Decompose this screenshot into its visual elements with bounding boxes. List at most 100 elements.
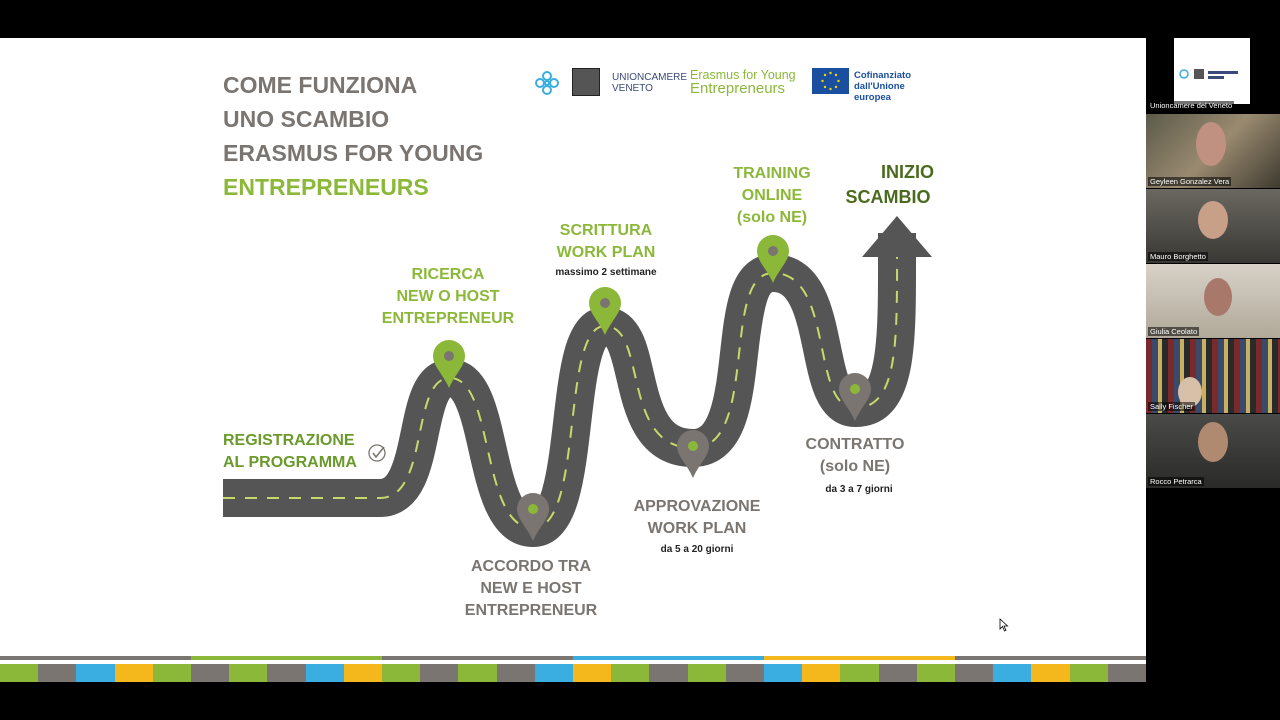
- scrittura-line-1: SCRITTURA: [559, 222, 653, 239]
- unioncamere-line-1: UNIONCAMERE: [612, 72, 688, 83]
- stripe-segment: [955, 664, 994, 682]
- participant-tile[interactable]: Sally Fischer: [1146, 339, 1280, 413]
- pin-training-icon: [757, 235, 789, 283]
- slide-title: COME FUNZIONA UNO SCAMBIO ERASMUS FOR YO…: [223, 68, 483, 204]
- accordo-line-1: ACCORDO TRA: [471, 558, 591, 575]
- registrazione-line-1: REGISTRAZIONE: [223, 432, 355, 449]
- contratto-line-2: (solo NE): [819, 458, 891, 475]
- stripe-segment: [916, 664, 956, 682]
- stripe-segment: [687, 664, 726, 682]
- stripe-segment: [76, 664, 115, 682]
- pin-ricerca-icon: [433, 340, 465, 388]
- stripe-segment: [573, 664, 612, 682]
- stripe-segment: [114, 664, 153, 682]
- approvazione-duration: da 5 a 20 giorni: [660, 544, 734, 555]
- stripe-segment: [725, 664, 765, 682]
- decorative-stripes: [0, 656, 1146, 682]
- step-approvazione: APPROVAZIONE WORK PLAN: [620, 496, 774, 540]
- erasmus-line-1: Erasmus for Young: [690, 68, 796, 82]
- participant-name: Giulia Ceolato: [1148, 327, 1200, 336]
- stripe-segment: [840, 664, 879, 682]
- stripe-segment: [38, 664, 77, 682]
- participant-tile[interactable]: Geyleen Gonzalez Vera: [1146, 114, 1280, 188]
- mouse-cursor-icon: [999, 618, 1009, 632]
- participant-name: Unioncamere del Veneto: [1148, 101, 1235, 110]
- stripe-segment: [802, 664, 841, 682]
- step-training: TRAINING ONLINE (solo NE): [720, 163, 824, 229]
- step-accordo: ACCORDO TRA NEW E HOST ENTREPRENEUR: [455, 556, 607, 622]
- eu-line-1: Cofinanziato: [854, 70, 911, 81]
- participant-name: Rocco Petrarca: [1148, 477, 1204, 486]
- step-registrazione: REGISTRAZIONE AL PROGRAMMA: [223, 430, 357, 474]
- registrazione-line-2: AL PROGRAMMA: [223, 454, 357, 471]
- unioncamere-logo-icon: [535, 71, 559, 95]
- stripe-segment: [611, 664, 650, 682]
- erasmus-logo: Erasmus for Young Entrepreneurs: [690, 68, 796, 96]
- step-scrittura: SCRITTURA WORK PLAN: [540, 220, 672, 264]
- scrittura-duration: massimo 2 settimane: [555, 267, 657, 278]
- inizio-line-1: INIZIO: [881, 162, 934, 182]
- eu-flag-icon: [812, 68, 849, 94]
- stripe-segment: [955, 656, 1146, 660]
- title-line-2: UNO SCAMBIO: [223, 106, 390, 132]
- road: [223, 232, 917, 547]
- ricerca-line-3: ENTREPRENEUR: [381, 310, 515, 327]
- step-inizio: INIZIO SCAMBIO: [838, 160, 938, 210]
- participant-tile[interactable]: Giulia Ceolato: [1146, 264, 1280, 338]
- stripe-segment: [191, 664, 230, 682]
- stripe-segment: [1069, 664, 1108, 682]
- stripe-segment: [382, 656, 573, 660]
- title-line-3: ERASMUS FOR YOUNG: [223, 140, 484, 166]
- participant-video: [1204, 278, 1232, 316]
- stripe-segment: [649, 664, 688, 682]
- training-line-2: ONLINE: [741, 187, 803, 204]
- scrittura-line-2: WORK PLAN: [556, 244, 656, 261]
- road-diagram: [223, 216, 932, 547]
- stripe-segment: [573, 656, 764, 660]
- stripe-segment: [305, 664, 344, 682]
- stripe-segment: [343, 664, 383, 682]
- step-ricerca: RICERCA NEW O HOST ENTREPRENEUR: [372, 264, 524, 330]
- approvazione-line-1: APPROVAZIONE: [633, 498, 761, 515]
- participant-tile[interactable]: Mauro Borghetto: [1146, 189, 1280, 263]
- participant-video: [1198, 422, 1228, 462]
- participant-video: [1196, 122, 1226, 166]
- stripe-segment: [534, 664, 574, 682]
- contratto-line-1: CONTRATTO: [805, 436, 905, 453]
- participant-video: [1198, 201, 1228, 239]
- accordo-line-3: ENTREPRENEUR: [464, 602, 598, 619]
- stripe-segment: [0, 664, 39, 682]
- stripe-segment: [764, 664, 803, 682]
- participants-sidebar: Unioncamere del Veneto Geyleen Gonzalez …: [1146, 38, 1280, 682]
- stripe-segment: [267, 664, 306, 682]
- accordo-line-2: NEW E HOST: [480, 580, 582, 597]
- stripe-segment: [229, 664, 268, 682]
- title-line-1: COME FUNZIONA: [223, 72, 418, 98]
- stripe-segment: [993, 664, 1032, 682]
- pin-approvazione-icon: [677, 430, 709, 478]
- road-arrow-head: [862, 216, 932, 257]
- title-line-4: ENTREPRENEURS: [223, 174, 429, 200]
- presentation-slide: COME FUNZIONA UNO SCAMBIO ERASMUS FOR YO…: [0, 38, 1146, 682]
- stripe-segment: [496, 664, 535, 682]
- eu-cofinanced-label: Cofinanziato dall'Unione europea: [854, 70, 942, 103]
- stripe-top-row: [0, 656, 1146, 660]
- pin-scrittura-icon: [589, 287, 621, 335]
- participant-name: Sally Fischer: [1148, 402, 1195, 411]
- stripe-segment: [152, 664, 192, 682]
- participant-tile[interactable]: Rocco Petrarca: [1146, 414, 1280, 488]
- participant-tile[interactable]: Unioncamere del Veneto: [1146, 38, 1280, 112]
- contratto-duration: da 3 a 7 giorni: [825, 484, 893, 495]
- stripe-segment: [764, 656, 955, 660]
- participant-name: Mauro Borghetto: [1148, 252, 1208, 261]
- unioncamere-line-2: VENETO: [612, 83, 653, 94]
- checkmark-icon: [368, 444, 386, 462]
- veneto-seal-icon: [572, 68, 600, 96]
- stripe-segment: [878, 664, 917, 682]
- stripe-segment: [458, 664, 497, 682]
- stripe-segment: [382, 664, 421, 682]
- inizio-line-2: SCAMBIO: [845, 187, 931, 207]
- approvazione-line-2: WORK PLAN: [647, 520, 747, 537]
- stripe-segment: [1031, 664, 1070, 682]
- logos-bar: UNIONCAMERE VENETO Erasmus for Young Ent…: [532, 66, 942, 103]
